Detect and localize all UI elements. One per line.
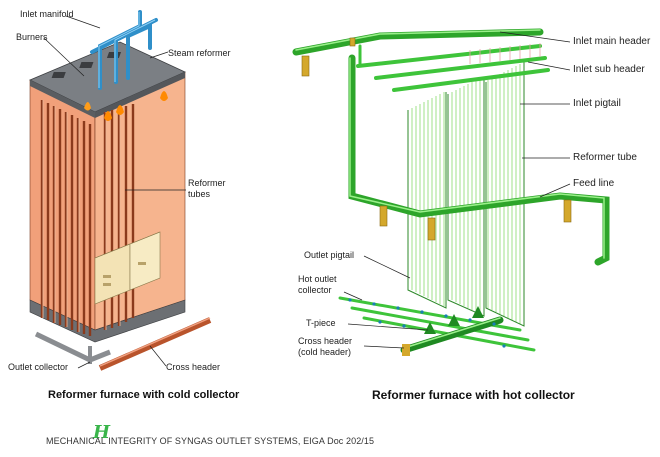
label-burners: Burners: [16, 32, 48, 42]
burner-opening: [51, 72, 66, 78]
leader-cross-header: [149, 345, 167, 367]
outlet-pigtail-nodes: [348, 298, 506, 348]
node: [402, 324, 406, 328]
label-inlet-main-header: Inlet main header: [573, 36, 651, 47]
curtain-frame: [485, 62, 525, 327]
leader-inlet-main-header: [499, 31, 571, 43]
node: [492, 322, 496, 326]
support: [301, 55, 310, 77]
support: [563, 199, 572, 223]
flame: [160, 91, 168, 101]
cross-header-cold-hl: [403, 317, 501, 349]
leader-cross-header: [363, 345, 405, 349]
feed-line: [348, 54, 610, 266]
node: [378, 320, 382, 324]
label-feed-line: Feed line: [573, 178, 615, 189]
footer-text: MECHANICAL INTEGRITY OF SYNGAS OUTLET SY…: [46, 436, 375, 446]
cross-header-cold: [400, 316, 504, 354]
label-inlet-pigtail: Inlet pigtail: [573, 98, 621, 109]
burner-opening: [79, 62, 94, 68]
reformer-tube-curtain: [411, 64, 521, 324]
tube-curtain-frames: [407, 62, 525, 327]
support: [427, 217, 436, 241]
label-cross-header-cold: Cross header (cold header): [298, 336, 353, 357]
cold-collector-furnace: [29, 10, 212, 371]
leader-hot-outlet: [343, 291, 363, 301]
label-inlet-manifold: Inlet manifold: [20, 9, 74, 19]
curtain-frame: [407, 92, 447, 309]
left-leaders: [43, 15, 186, 369]
label-reformer-tubes: Reformer tubes: [188, 178, 226, 199]
t-piece: [472, 306, 484, 318]
label-inlet-sub-header: Inlet sub header: [573, 64, 645, 75]
flue-box-vent: [138, 262, 146, 265]
inlet-manifold-hi: [98, 12, 156, 88]
inlet-main-header: [292, 28, 544, 56]
outlet-end-flange: [402, 344, 410, 356]
hot-collector-furnace: [292, 28, 610, 356]
node: [372, 302, 376, 306]
label-reformer-tube: Reformer tube: [573, 152, 637, 163]
feed-line-pipe: [348, 54, 610, 266]
label-outlet-pigtail: Outlet pigtail: [304, 250, 355, 260]
leader-outlet-pigtail: [363, 255, 411, 279]
flue-box-vent: [103, 275, 111, 278]
label-t-piece: T-piece: [306, 318, 336, 328]
right-leaders: [343, 31, 571, 349]
node: [444, 314, 448, 318]
feed-line-pipe-hl: [349, 57, 605, 259]
inlet-sub-header: [392, 68, 550, 92]
t-pieces: [402, 306, 484, 356]
footer-logo: H: [93, 422, 111, 443]
label-cross-header: Cross header: [166, 362, 221, 372]
outlet-system: [338, 296, 536, 354]
hot-outlet-collector: [350, 306, 530, 342]
flame: [116, 105, 124, 115]
leader-outlet-collector: [77, 361, 91, 369]
node: [348, 298, 352, 302]
node: [420, 310, 424, 314]
manifold-pipe-highlight: [98, 12, 140, 88]
burner-opening: [106, 52, 122, 58]
flue-box-vent: [103, 283, 111, 286]
inlet-main-header-hl: [295, 29, 541, 51]
flame: [104, 111, 112, 121]
flue-boxes: [94, 231, 161, 305]
manifold-pipe: [126, 22, 152, 80]
node: [502, 344, 506, 348]
label-hot-outlet-collector: Hot outlet collector: [298, 274, 337, 295]
curtain-frame: [447, 78, 485, 317]
furnace-roof-front-shade: [95, 72, 185, 118]
label-steam-reformer: Steam reformer: [168, 48, 231, 58]
support: [379, 205, 388, 227]
node: [396, 306, 400, 310]
burner-flames: [84, 91, 168, 121]
manifold-pipe-highlight: [114, 19, 156, 82]
inlet-pigtails: [469, 43, 541, 64]
pipe-supports: [301, 37, 572, 241]
left-caption: Reformer furnace with cold collector: [48, 389, 240, 401]
node: [468, 318, 472, 322]
t-piece: [448, 314, 460, 326]
flame: [84, 102, 91, 111]
right-caption: Reformer furnace with hot collector: [372, 388, 575, 402]
t-piece: [424, 322, 436, 334]
flue-box-top: [94, 231, 161, 259]
leader-burners: [43, 37, 85, 77]
furnace-roof-shade: [30, 80, 95, 118]
reformer-tube-array: [40, 100, 135, 336]
label-outlet-collector: Outlet collector: [8, 362, 69, 372]
leader-inlet-manifold: [65, 15, 101, 29]
leader-t-piece: [347, 323, 429, 331]
leader-feed-line: [539, 183, 571, 198]
furnace-side-wall: [29, 79, 96, 331]
leader-inlet-sub-header: [527, 61, 571, 71]
leader-steam-reformer: [149, 51, 169, 59]
outlet-collector-piping: [34, 317, 212, 371]
cross-header-pipe-hl: [99, 317, 211, 367]
cross-header-pipe: [98, 317, 212, 371]
support: [349, 37, 356, 47]
inlet-sub-header: [374, 56, 547, 80]
